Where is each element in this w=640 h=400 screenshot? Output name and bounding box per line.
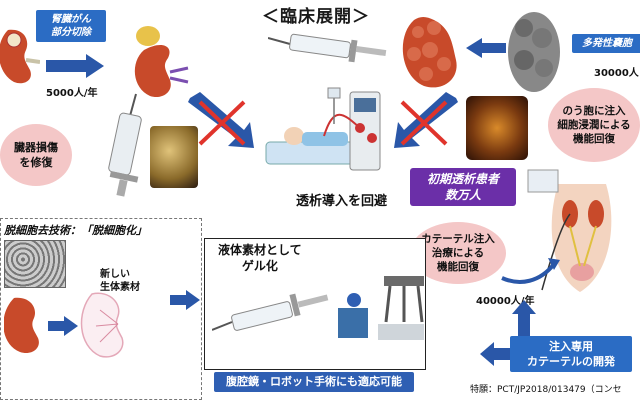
- cyst-tissue-photo: [466, 96, 528, 160]
- polycystic-kidney-left-icon: [402, 17, 457, 88]
- cyst-injection-circle: のう胞に注入 細胞浸潤による 機能回復: [548, 88, 640, 162]
- arrow-left-bottom-icon: [480, 342, 510, 366]
- arrow-right-icon: [46, 54, 104, 78]
- syringe-left-icon: [108, 93, 142, 197]
- kidney-left-icon: [0, 29, 40, 84]
- kidney-tissue-photo: [150, 126, 198, 188]
- dialysis-avoid-label: 透析導入を回避: [296, 194, 388, 209]
- arrow-right-small-icon: [48, 316, 78, 336]
- dialysis-scene: [264, 84, 384, 184]
- curved-arrow-icon: [501, 258, 560, 284]
- arrow-left-icon: [466, 38, 506, 58]
- partial-nephrectomy-label: 腎臓がん 部分切除: [36, 10, 106, 42]
- anatomy-illustration: [522, 164, 640, 296]
- blocked-arrow-left-icon: [188, 92, 254, 148]
- liquid-gel-label: 液体素材として ゲル化: [218, 243, 302, 273]
- catheter-count: 40000人/年: [476, 296, 535, 307]
- syringe-bottom-icon: [212, 293, 329, 331]
- patent-text: 特願：PCT/JP2018/013479（コンセ: [470, 385, 622, 395]
- partial-nephrectomy-count: 5000人/年: [46, 88, 98, 99]
- decellularized-kidney-icon: [80, 292, 124, 358]
- scaffold-micrograph: [4, 240, 66, 288]
- new-dialysis-patients-box: 初期透析患者 数万人: [410, 168, 516, 206]
- organ-repair-circle: 臓器損傷 を修復: [0, 124, 72, 186]
- catheter-therapy-circle: カテーテル注入 治療による 機能回復: [410, 222, 506, 284]
- laparoscopy-bar: 腹腔鏡・ロボット手術にも適応可能: [214, 372, 414, 392]
- arrow-up-icon: [512, 300, 536, 336]
- decell-tech-label: 脱細胞去技術：「脱細胞化」: [4, 224, 147, 237]
- robot-surgery-scene: [334, 272, 428, 346]
- arrow-right-mid-icon: [170, 290, 200, 310]
- polycystic-kidney-right-icon: [508, 12, 560, 92]
- syringe-top-icon: [268, 33, 387, 63]
- multi-cyst-count: 30000人: [594, 68, 639, 79]
- kidney-resected-icon: [134, 26, 189, 98]
- page-title: ＜臨床展開＞: [262, 7, 370, 27]
- multi-cyst-label: 多発性嚢胞: [572, 34, 640, 53]
- new-material-label: 新しい 生体素材: [100, 269, 140, 293]
- blocked-arrow-right-icon: [394, 92, 458, 148]
- catheter-dev-label: 注入専用 カテーテルの開発: [510, 336, 632, 372]
- kidney-bottom-icon: [4, 297, 39, 353]
